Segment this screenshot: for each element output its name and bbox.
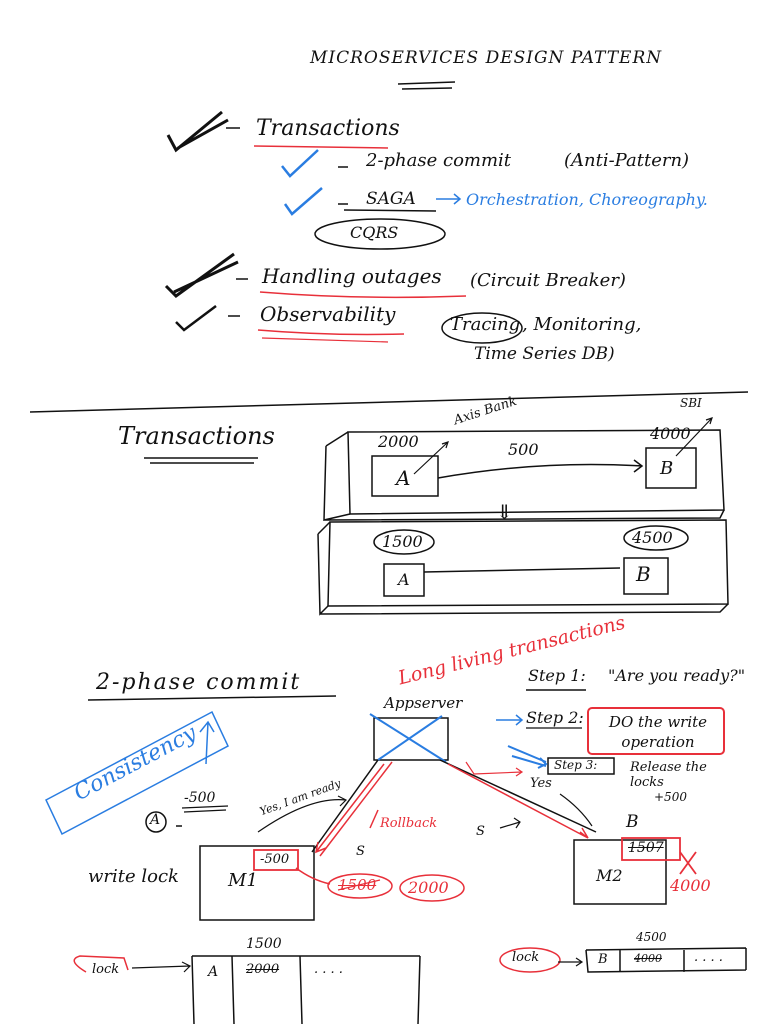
step3-text: Release the locks xyxy=(630,760,707,790)
saga-note: Orchestration, Choreography. xyxy=(466,190,708,209)
step1-text: "Are you ready?" xyxy=(608,666,746,685)
node-a-after: A xyxy=(398,570,410,589)
check-icon xyxy=(164,252,239,298)
node-b: B xyxy=(660,458,674,479)
step3-label: Step 3: xyxy=(554,758,598,772)
row1-top-value: 1500 xyxy=(246,936,282,952)
transactions-heading: Transactions xyxy=(118,422,275,450)
row2-b: B xyxy=(598,952,608,967)
m2-label: M2 xyxy=(596,866,623,885)
topic-tracing: Tracing xyxy=(450,314,521,335)
row1-struck: 2000 xyxy=(246,962,280,977)
check-icon xyxy=(283,187,323,216)
value-4000: 4000 xyxy=(670,876,711,895)
step1-label: Step 1: xyxy=(528,666,586,685)
struck-1500: 1500 xyxy=(338,876,377,894)
lock-left: lock xyxy=(92,962,120,977)
topic-observability: Observability xyxy=(260,302,396,326)
topic-cqrs: CQRS xyxy=(350,223,399,242)
long-living-note: Long living transactions xyxy=(396,611,628,690)
rollback-label: Rollback xyxy=(380,816,438,831)
row2-struck: 4000 xyxy=(634,952,662,965)
page-title: MICROSERVICES DESIGN PATTERN xyxy=(310,48,663,68)
topic-circuit-breaker: (Circuit Breaker) xyxy=(470,270,626,291)
b-balance-before: 4000 xyxy=(650,424,691,443)
node-a: A xyxy=(396,466,411,490)
transfer-amount: 500 xyxy=(508,440,539,459)
b-label: B xyxy=(626,812,639,832)
yes-label: Yes xyxy=(530,776,552,791)
topic-transactions: Transactions xyxy=(256,116,400,141)
check-icon xyxy=(166,110,229,153)
lock-right: lock xyxy=(512,950,540,965)
row1-dots: . . . . xyxy=(314,962,343,977)
a-balance-before: 2000 xyxy=(378,432,419,451)
s-left: S xyxy=(356,844,365,859)
topic-monitoring: , Monitoring, xyxy=(522,314,642,335)
b-balance-after: 4500 xyxy=(632,528,673,547)
topic-anti-pattern: (Anti-Pattern) xyxy=(564,150,690,171)
check-icon xyxy=(175,305,217,332)
m1-cell: -500 xyxy=(260,852,290,867)
topic-two-phase: 2-phase commit xyxy=(366,150,512,171)
check-icon xyxy=(281,149,319,178)
appserver-label: Appserver xyxy=(384,694,463,712)
yes-i-am-ready: Yes, I am ready xyxy=(258,776,343,819)
a-balance-after: 1500 xyxy=(382,532,423,551)
s-mid: S xyxy=(476,824,485,839)
plus-500: +500 xyxy=(654,790,687,804)
down-arrow: ⇓ xyxy=(496,500,513,524)
write-lock-label: write lock xyxy=(88,866,179,887)
node-b-after: B xyxy=(636,562,651,586)
row2-top-value: 4500 xyxy=(636,930,667,944)
m2-cell: 1507 xyxy=(628,840,664,856)
topic-saga: SAGA xyxy=(366,189,416,209)
value-2000: 2000 xyxy=(408,878,449,897)
row2-dots: . . . . xyxy=(694,950,723,965)
two-phase-heading: 2-phase commit xyxy=(96,670,302,695)
row1-a: A xyxy=(208,964,219,980)
sbi-label: SBI xyxy=(680,396,702,410)
m1-label: M1 xyxy=(228,870,258,891)
minus-500: -500 xyxy=(184,790,216,806)
a-circle-label: A xyxy=(150,812,161,828)
step2-label: Step 2: xyxy=(526,708,584,727)
topic-tsdb: Time Series DB) xyxy=(474,344,615,364)
axis-bank-label: Axis Bank xyxy=(452,393,519,429)
step2-text: DO the write operation xyxy=(608,713,708,751)
consistency-label: Consistency xyxy=(70,720,201,807)
topic-outages: Handling outages xyxy=(262,264,442,288)
